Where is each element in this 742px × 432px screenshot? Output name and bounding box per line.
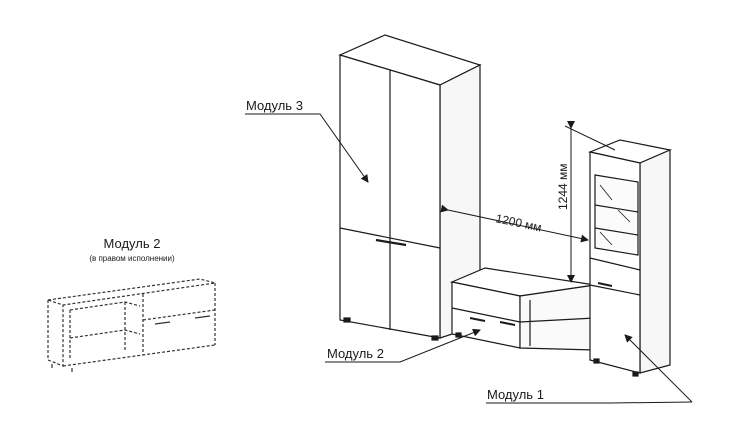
variant-title: Модуль 2 <box>104 236 161 251</box>
variant-subtitle: (в правом исполнении) <box>89 254 175 263</box>
callout-module3 <box>245 113 369 183</box>
label-module2: Модуль 2 <box>327 346 384 361</box>
callout-module1-baseline <box>486 401 693 404</box>
module1-drawer-bottom <box>589 284 641 296</box>
callout-module1-leader <box>624 334 693 403</box>
module1-foot-2 <box>632 371 639 377</box>
module1-glass-reflection-1 <box>599 184 613 201</box>
variant-handle-1 <box>154 321 171 325</box>
module1-drawing <box>587 139 672 377</box>
label-module3: Модуль 3 <box>246 98 303 113</box>
module3-handle <box>375 238 407 247</box>
module2-open-section <box>519 284 596 351</box>
height-dimension-label: 1244 мм <box>556 163 570 210</box>
module3-upper-lower-split <box>339 227 441 249</box>
dimension-height <box>564 121 616 283</box>
width-dimension-line <box>440 204 589 243</box>
variant-shelf <box>69 329 141 339</box>
width-dimension-label: 1200 мм <box>494 211 542 234</box>
module3-drawing <box>338 34 482 341</box>
module2-drawer-split <box>451 307 521 323</box>
label-module1: Модуль 1 <box>487 387 544 402</box>
module2-handle-2 <box>499 321 516 326</box>
variant-left-side <box>47 300 64 367</box>
module1-glass-reflection-3 <box>599 231 613 246</box>
module2-shelf <box>519 317 596 323</box>
module1-drawer-top <box>589 257 641 271</box>
callout-module1 <box>486 334 693 404</box>
module2-drawing <box>449 267 596 351</box>
variant-handle-2 <box>194 315 211 319</box>
module1-glass-door <box>594 174 639 256</box>
module2-handle-1 <box>469 317 486 322</box>
module1-glass-shelf-1 <box>594 204 639 213</box>
variant-bottom <box>62 344 216 367</box>
module1-foot-1 <box>593 358 600 364</box>
module1-side <box>639 149 671 374</box>
callout-module2 <box>325 328 481 363</box>
variant-top <box>47 278 216 306</box>
module1-glass-shelf-2 <box>594 227 639 236</box>
module2-foot <box>455 332 462 338</box>
module3-foot-1 <box>343 317 351 323</box>
variant-inner-top <box>69 301 141 311</box>
callout-module3-leader <box>245 113 369 183</box>
variant-drawer-split <box>142 309 216 321</box>
module2-variant-drawing <box>47 278 216 372</box>
module3-foot-2 <box>431 335 439 341</box>
module1-glass-reflection-2 <box>617 209 631 223</box>
callout-module2-leader <box>325 328 481 363</box>
module1-handle <box>597 282 613 287</box>
height-extension-top <box>564 125 616 151</box>
dimension-width <box>440 204 589 243</box>
